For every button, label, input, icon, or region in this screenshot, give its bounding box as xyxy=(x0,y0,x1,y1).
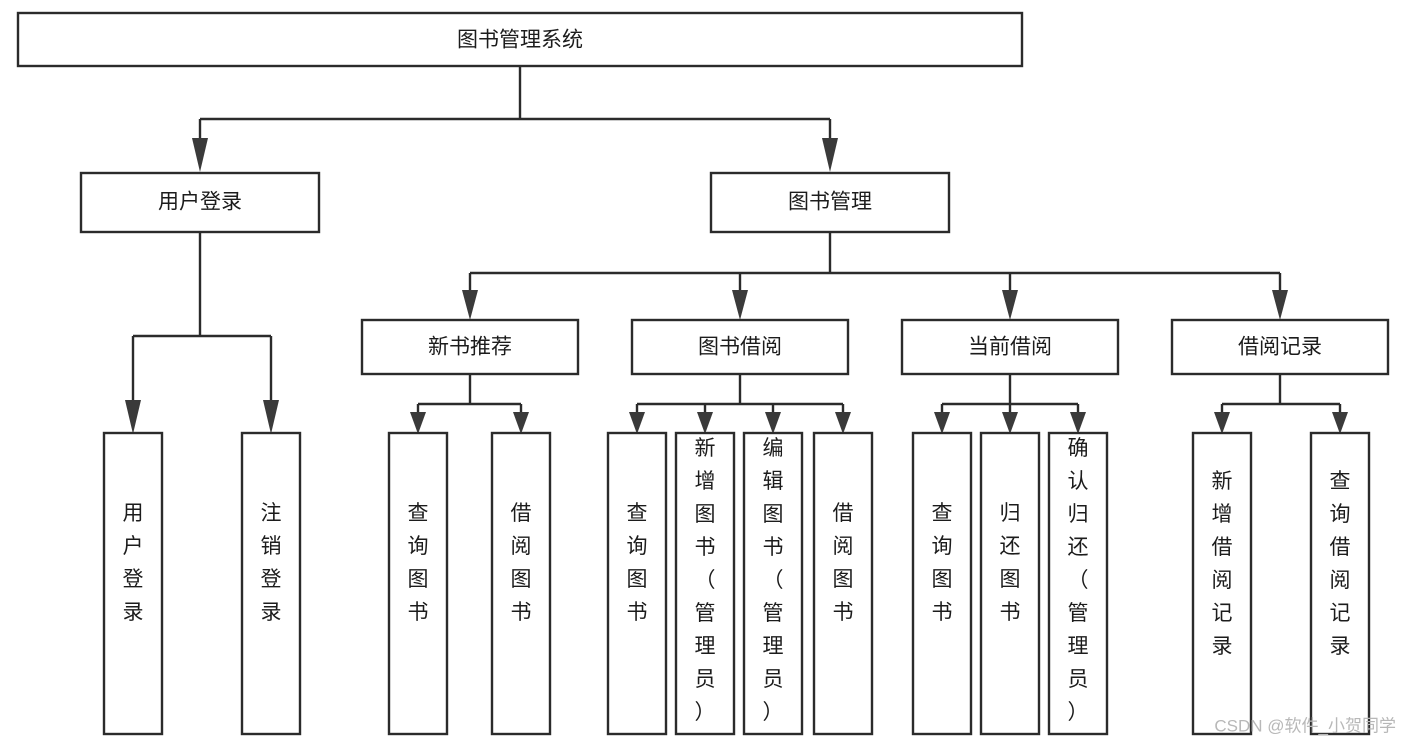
arrow-to-leaf-add-book xyxy=(697,412,713,434)
node-current-borrow-box[interactable] xyxy=(900,318,1120,376)
leaf-user-logout-label: 注销登录 xyxy=(261,502,282,624)
leaf-edit-book-box[interactable] xyxy=(742,431,804,736)
node-borrow-record[interactable]: 借阅记录 xyxy=(1170,318,1390,376)
node-root-box[interactable] xyxy=(16,11,1024,68)
leaf-confirm-return-label: 确认归还（管理员） xyxy=(1068,437,1089,724)
leaf-return-book[interactable]: 归还图书 xyxy=(979,431,1041,736)
arrow-to-new-book-recommend xyxy=(462,290,478,320)
node-user-login[interactable]: 用户登录 xyxy=(79,171,321,234)
leaf-add-book-box[interactable] xyxy=(674,431,736,736)
leaf-query-book-2-label: 查询图书 xyxy=(627,502,648,624)
arrow-to-leaf-confirm-return xyxy=(1070,412,1086,434)
connector-layer xyxy=(125,66,1348,434)
arrow-to-book-borrow xyxy=(732,290,748,320)
leaf-return-book-label: 归还图书 xyxy=(1000,502,1021,624)
arrow-to-leaf-query-book-1 xyxy=(410,412,426,434)
leaf-user-login[interactable]: 用户登录 xyxy=(102,431,164,736)
arrow-to-leaf-query-book-3 xyxy=(934,412,950,434)
leaf-query-record-label: 查询借阅记录 xyxy=(1330,470,1351,658)
node-book-borrow-label: 图书借阅 xyxy=(698,336,782,359)
arrow-to-leaf-return-book xyxy=(1002,412,1018,434)
arrow-to-leaf-edit-book xyxy=(765,412,781,434)
arrow-to-book-manage xyxy=(822,138,838,172)
leaf-borrow-book-1-label: 借阅图书 xyxy=(511,502,532,624)
leaf-edit-book[interactable]: 编辑图书（管理员） xyxy=(742,431,804,736)
node-book-manage[interactable]: 图书管理 xyxy=(709,171,951,234)
leaf-query-book-2-box[interactable] xyxy=(606,431,668,736)
leaf-user-logout-box[interactable] xyxy=(240,431,302,736)
leaf-query-book-3-label: 查询图书 xyxy=(932,502,953,624)
leaf-confirm-return-box[interactable] xyxy=(1047,431,1109,736)
leaf-user-logout[interactable]: 注销登录 xyxy=(240,431,302,736)
leaf-edit-book-label: 编辑图书（管理员） xyxy=(763,437,784,724)
node-book-manage-box[interactable] xyxy=(709,171,951,234)
arrow-to-leaf-user-logout xyxy=(263,400,279,434)
arrow-to-borrow-record xyxy=(1272,290,1288,320)
leaf-query-record-box[interactable] xyxy=(1309,431,1371,736)
node-user-login-label: 用户登录 xyxy=(158,191,242,214)
leaf-query-book-3-box[interactable] xyxy=(911,431,973,736)
node-user-login-box[interactable] xyxy=(79,171,321,234)
node-new-book-recommend-label: 新书推荐 xyxy=(428,336,512,359)
leaf-add-book-label: 新增图书（管理员） xyxy=(695,437,716,724)
node-borrow-record-box[interactable] xyxy=(1170,318,1390,376)
leaf-confirm-return[interactable]: 确认归还（管理员） xyxy=(1047,431,1109,736)
leaf-borrow-book-2-box[interactable] xyxy=(812,431,874,736)
leaf-user-login-box[interactable] xyxy=(102,431,164,736)
leaf-query-record[interactable]: 查询借阅记录 xyxy=(1309,431,1371,736)
node-root[interactable]: 图书管理系统 xyxy=(16,11,1024,68)
leaf-query-book-2[interactable]: 查询图书 xyxy=(606,431,668,736)
leaf-add-record-label: 新增借阅记录 xyxy=(1212,470,1233,658)
arrow-to-leaf-borrow-book-1 xyxy=(513,412,529,434)
leaf-borrow-book-1[interactable]: 借阅图书 xyxy=(490,431,552,736)
leaf-borrow-book-1-box[interactable] xyxy=(490,431,552,736)
arrow-to-leaf-user-login xyxy=(125,400,141,434)
node-new-book-recommend[interactable]: 新书推荐 xyxy=(360,318,580,376)
node-book-manage-label: 图书管理 xyxy=(788,191,872,214)
leaf-add-record-box[interactable] xyxy=(1191,431,1253,736)
arrow-to-user-login xyxy=(192,138,208,172)
node-current-borrow[interactable]: 当前借阅 xyxy=(900,318,1120,376)
leaf-user-login-label: 用户登录 xyxy=(123,502,144,624)
node-current-borrow-label: 当前借阅 xyxy=(968,336,1052,359)
leaf-return-book-box[interactable] xyxy=(979,431,1041,736)
node-borrow-record-label: 借阅记录 xyxy=(1238,336,1322,359)
node-new-book-recommend-box[interactable] xyxy=(360,318,580,376)
leaf-add-book[interactable]: 新增图书（管理员） xyxy=(674,431,736,736)
arrow-to-leaf-query-record xyxy=(1332,412,1348,434)
leaf-borrow-book-2[interactable]: 借阅图书 xyxy=(812,431,874,736)
leaf-query-book-1[interactable]: 查询图书 xyxy=(387,431,449,736)
arrow-to-current-borrow xyxy=(1002,290,1018,320)
leaf-query-book-1-box[interactable] xyxy=(387,431,449,736)
leaf-query-book-1-label: 查询图书 xyxy=(408,502,429,624)
arrow-to-leaf-borrow-book-2 xyxy=(835,412,851,434)
leaf-borrow-book-2-label: 借阅图书 xyxy=(833,502,854,624)
watermark-label: CSDN @软件_小贺同学 xyxy=(1214,716,1396,735)
leaf-add-record[interactable]: 新增借阅记录 xyxy=(1191,431,1253,736)
leaf-query-book-3[interactable]: 查询图书 xyxy=(911,431,973,736)
arrow-to-leaf-add-record xyxy=(1214,412,1230,434)
arrow-to-leaf-query-book-2 xyxy=(629,412,645,434)
node-book-borrow[interactable]: 图书借阅 xyxy=(630,318,850,376)
node-root-label: 图书管理系统 xyxy=(457,29,583,52)
node-book-borrow-box[interactable] xyxy=(630,318,850,376)
